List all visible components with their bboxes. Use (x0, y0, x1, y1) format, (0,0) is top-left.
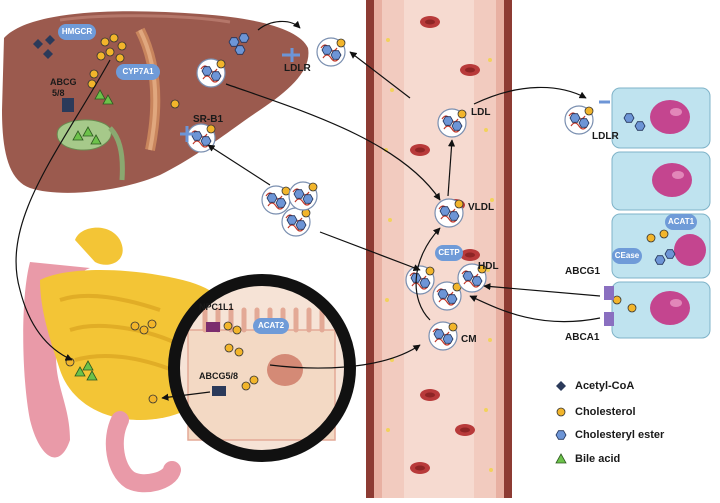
ldlr-cell-label: LDLR (592, 131, 619, 142)
legend-item-bile-acid: Bile acid (575, 453, 621, 465)
legend-item-cholesterol: Cholesterol (575, 406, 636, 418)
legend-item-cholesteryl-ester: Cholesteryl ester (575, 429, 665, 441)
cease-pill: CEase (612, 248, 642, 264)
legend-triangle-icon (555, 453, 567, 464)
abcg1-label: ABCG1 (565, 266, 601, 277)
acat2-pill: ACAT2 (253, 318, 289, 334)
vldl-label: VLDL (468, 202, 495, 213)
cetp-pill: CETP (435, 245, 463, 261)
cyp7a1-pill: CYP7A1 (116, 64, 160, 80)
acat1-pill: ACAT1 (665, 214, 697, 230)
abcg58-liver-label-line1: ABCG (50, 77, 77, 87)
abcg58-liver-label-line2: 5/8 (52, 88, 65, 98)
legend-hexagon-icon (555, 430, 567, 440)
hmgcr-pill: HMGCR (58, 24, 96, 40)
abcg58-intestine-label: ABCG5/8 (199, 371, 239, 381)
molecules (33, 33, 676, 404)
flow-arrows (15, 20, 601, 401)
legend-diamond-icon (556, 381, 566, 391)
hdl-label: HDL (478, 261, 499, 272)
cm-label: CM (461, 334, 477, 345)
peripheral-cells (611, 87, 711, 339)
legend-symbols (555, 381, 567, 464)
abca1-label: ABCA1 (565, 332, 600, 343)
ldlr-liver-label: LDLR (284, 63, 311, 74)
npc1l1-label: NPC1L1 (199, 302, 234, 312)
legend-item-acetyl-coa: Acetyl-CoA (575, 380, 635, 392)
ldl-label: LDL (471, 107, 491, 118)
receptors (62, 48, 614, 396)
legend-circle-icon (556, 407, 566, 417)
srb1-label: SR-B1 (193, 114, 224, 125)
